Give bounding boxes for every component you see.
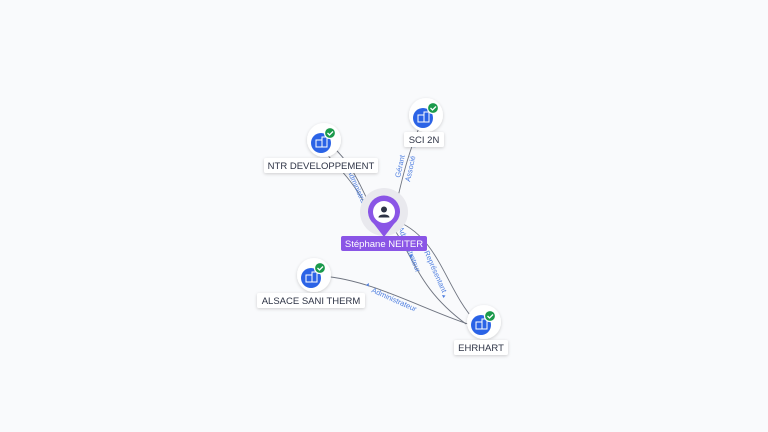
company-label: SCI 2N bbox=[409, 135, 440, 146]
company-label: NTR DEVELOPPEMENT bbox=[268, 161, 375, 172]
building-glyph bbox=[305, 271, 318, 283]
company-node-ntr[interactable]: NTR DEVELOPPEMENT bbox=[264, 123, 378, 173]
company-node-alsace[interactable]: ALSACE SANI THERM bbox=[257, 258, 365, 308]
building-icon bbox=[413, 108, 433, 128]
check-glyph bbox=[487, 314, 494, 319]
verified-check-icon bbox=[426, 101, 440, 115]
verified-check-icon bbox=[313, 261, 327, 275]
check-glyph bbox=[317, 266, 324, 271]
arrow-icon bbox=[442, 295, 446, 298]
edge-label-alsace: Administrateur bbox=[370, 286, 418, 314]
node-label-box bbox=[264, 158, 378, 173]
person-node[interactable]: Stéphane NEITER bbox=[341, 188, 427, 251]
company-label: EHRHART bbox=[458, 343, 504, 354]
person-label-box bbox=[341, 236, 427, 251]
company-node-ehrhart[interactable]: EHRHART bbox=[454, 305, 508, 355]
building-glyph bbox=[417, 111, 430, 123]
arrow-icon bbox=[409, 255, 413, 258]
arrow-icon bbox=[366, 283, 369, 287]
company-label: ALSACE SANI THERM bbox=[262, 296, 361, 307]
edge-person-ehrhart bbox=[398, 221, 477, 323]
building-icon bbox=[301, 268, 321, 288]
verified-check-icon bbox=[483, 309, 497, 323]
building-glyph bbox=[475, 318, 488, 330]
company-node-sci[interactable]: SCI 2N bbox=[404, 98, 444, 147]
person-label: Stéphane NEITER bbox=[345, 239, 423, 250]
node-label-box bbox=[404, 132, 444, 147]
edge-alsace-ehrhart bbox=[321, 275, 469, 325]
person-icon bbox=[378, 206, 390, 218]
verified-check-icon bbox=[323, 126, 337, 140]
check-glyph bbox=[430, 106, 437, 111]
building-icon bbox=[311, 133, 331, 153]
node-label-box bbox=[257, 293, 365, 308]
check-glyph bbox=[327, 131, 334, 136]
building-glyph bbox=[315, 136, 328, 148]
node-label-box bbox=[454, 340, 508, 355]
